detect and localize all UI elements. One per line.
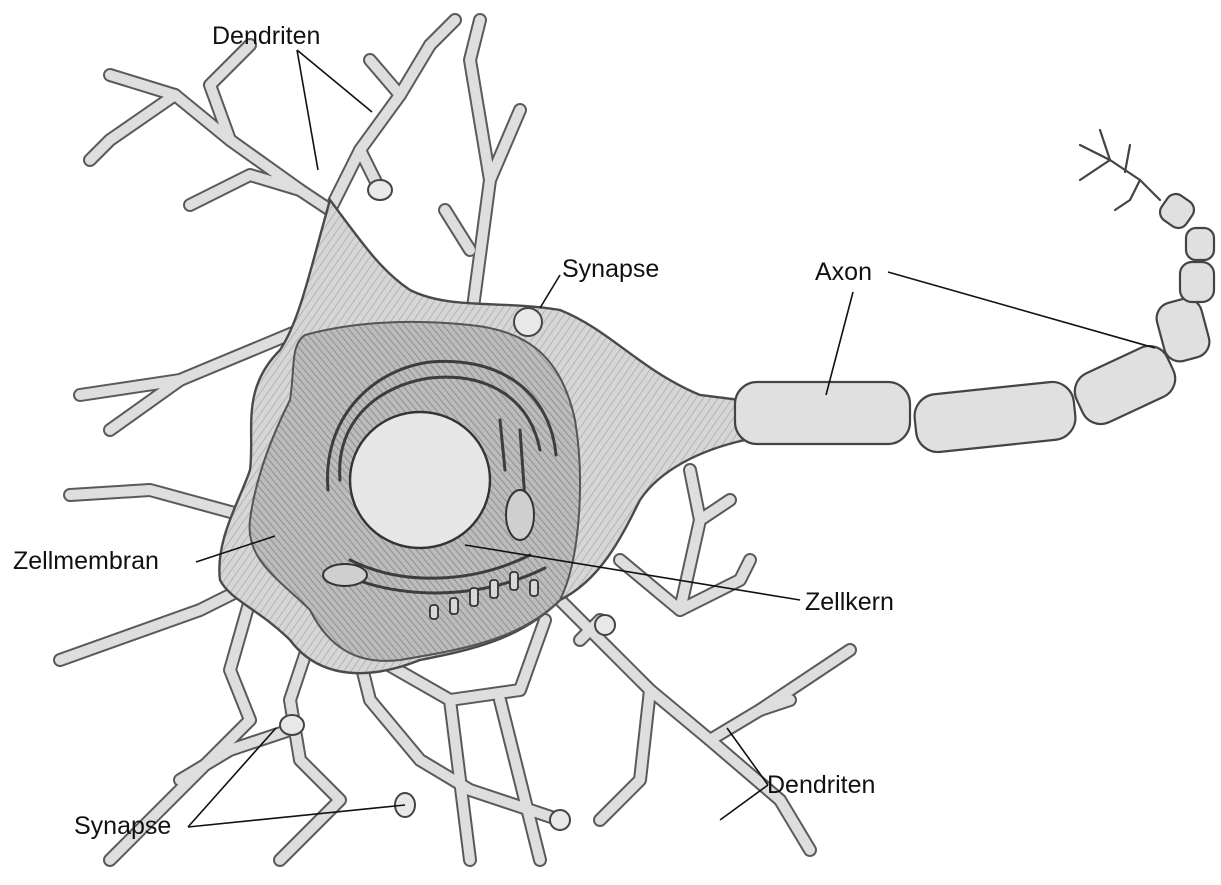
myelin-segment	[1156, 190, 1198, 232]
myelin-segment	[1186, 228, 1214, 260]
label-axon: Axon	[815, 260, 872, 285]
myelin-segment	[912, 380, 1077, 454]
myelin-segment	[1180, 262, 1214, 302]
label-dendriten-bottom: Dendriten	[767, 773, 875, 798]
nucleus	[350, 412, 490, 548]
label-dendriten-top: Dendriten	[212, 24, 320, 49]
label-zellmembran: Zellmembran	[13, 549, 159, 574]
label-synapse-bottom: Synapse	[74, 814, 171, 839]
axon	[735, 130, 1214, 454]
label-zellkern: Zellkern	[805, 590, 894, 615]
myelin-segment	[735, 382, 910, 444]
label-synapse-top: Synapse	[562, 257, 659, 282]
